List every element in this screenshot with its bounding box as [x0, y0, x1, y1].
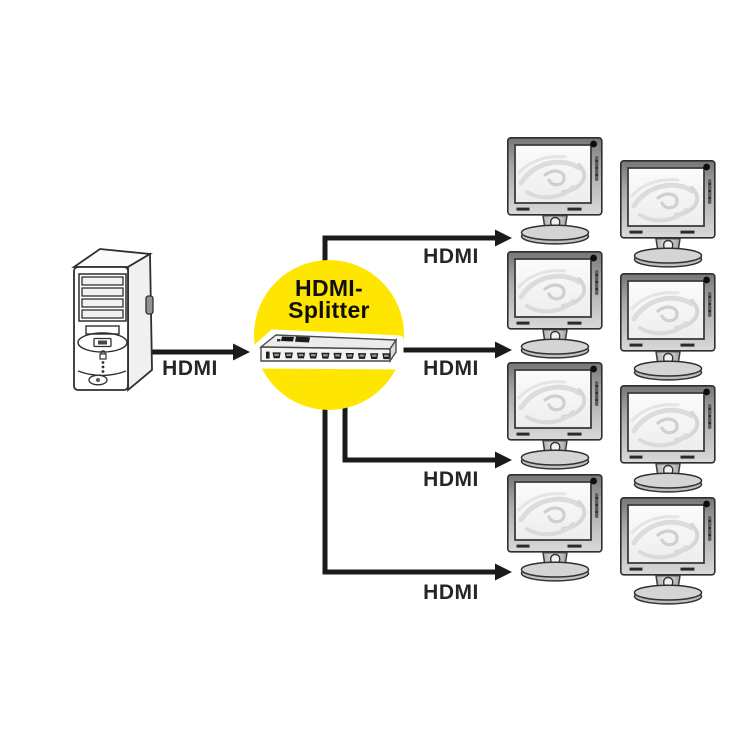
monitor-icon	[508, 475, 602, 581]
hdmi-cable-out4	[322, 400, 512, 581]
hdmi-cable-out2	[396, 341, 512, 359]
monitor-icon	[508, 363, 602, 469]
monitor-icon	[621, 274, 715, 380]
cable-label-out4: HDMI	[423, 581, 479, 604]
computer-tower-icon	[71, 248, 154, 392]
hdmi-splitter-device-icon	[252, 329, 404, 370]
cable-label-out1: HDMI	[423, 245, 479, 268]
monitor-icon	[508, 252, 602, 358]
hdmi-cable-pc-to-splitter	[151, 343, 250, 361]
splitter-hub-label-line1: HDMI-	[295, 275, 363, 301]
hdmi-cable-out3	[342, 398, 512, 469]
cable-label-pc: HDMI	[162, 357, 218, 380]
monitor-icon	[621, 498, 715, 604]
splitter-hub-label: HDMI- Splitter	[254, 275, 404, 323]
cable-label-out3: HDMI	[423, 468, 479, 491]
splitter-hub-label-line2: Splitter	[288, 297, 370, 323]
monitor-icon	[621, 161, 715, 267]
monitor-icon	[508, 138, 602, 244]
display-bank	[508, 138, 715, 604]
cable-label-out2: HDMI	[423, 357, 479, 380]
monitor-icon	[621, 386, 715, 492]
